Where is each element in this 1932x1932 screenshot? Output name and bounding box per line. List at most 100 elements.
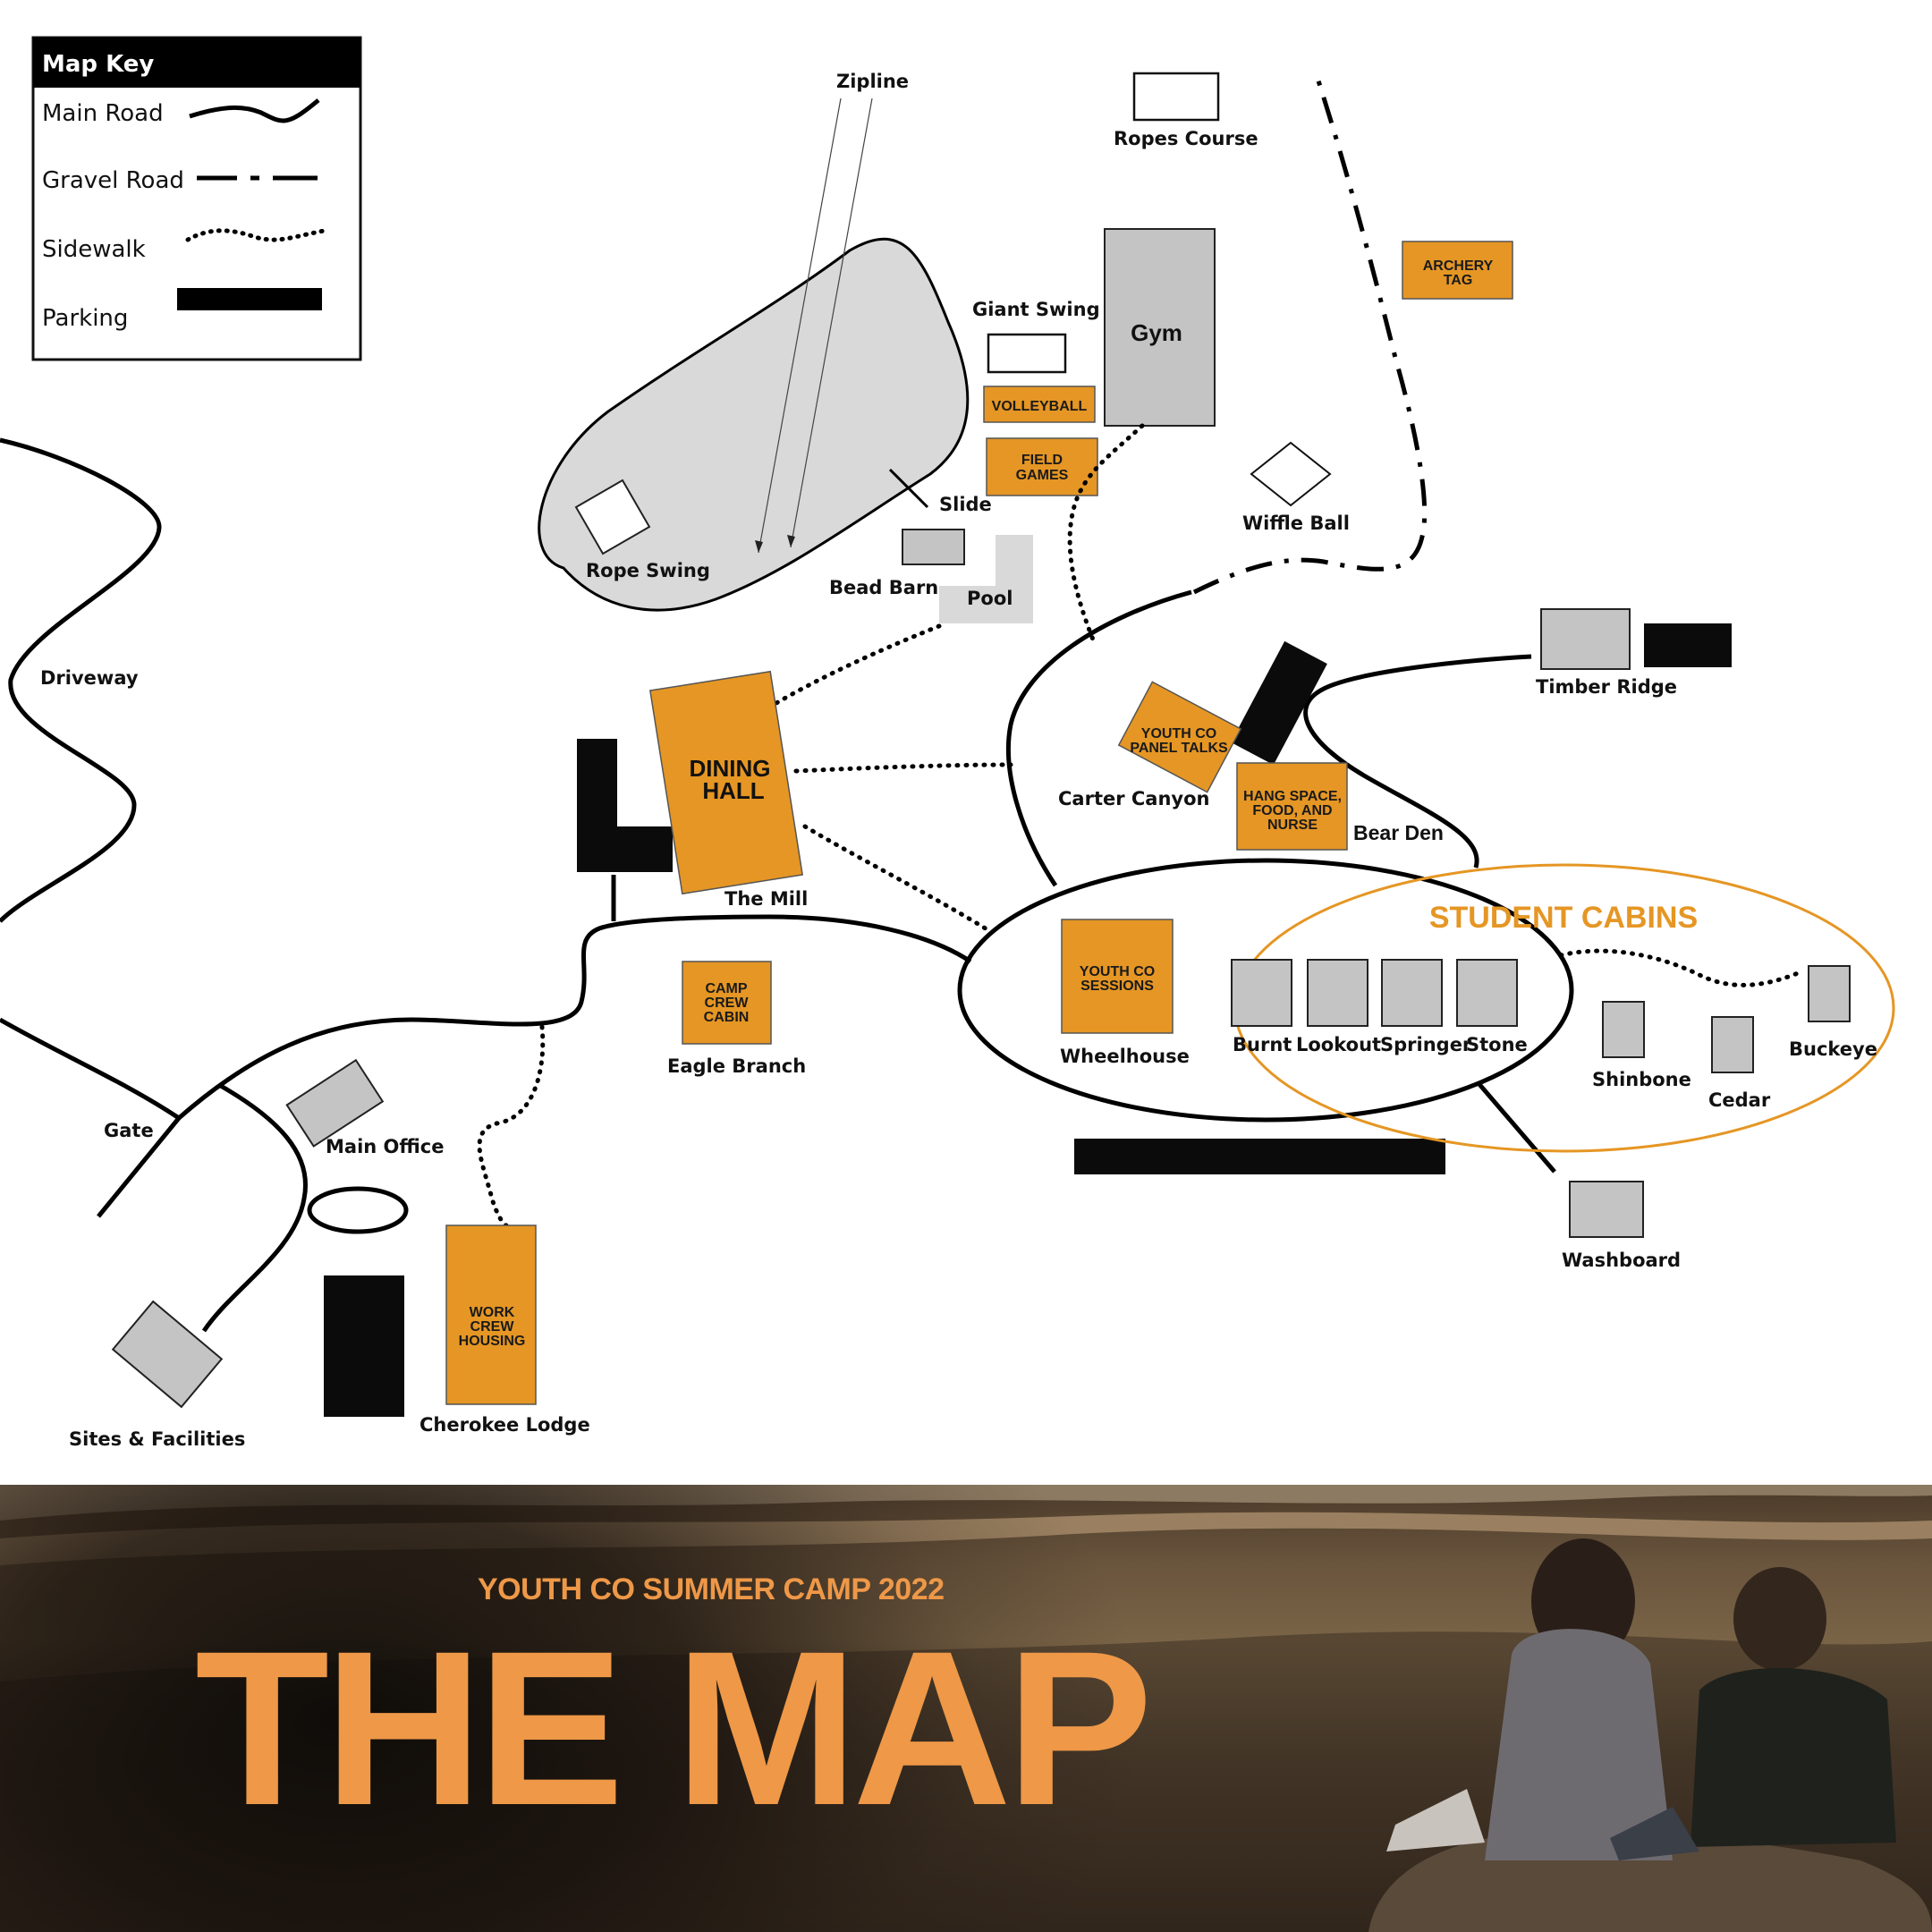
rope-swing-platform [574, 479, 651, 555]
hang-space-label-2: FOOD, AND [1252, 803, 1332, 818]
hang-space-building [1236, 762, 1348, 851]
parking-the-mill [577, 739, 673, 872]
parking-bear-den [1231, 640, 1327, 766]
field-games-area [986, 437, 1098, 496]
main-road-gate-branch [201, 1082, 308, 1333]
camp-crew-label-3: CABIN [704, 1010, 750, 1025]
sessions-label-2: SESSIONS [1080, 979, 1154, 994]
field-games-label-1: FIELD [1021, 453, 1063, 468]
youth-co-sessions-building [1061, 919, 1174, 1034]
camp-crew-label-2: CREW [705, 996, 750, 1011]
rope-swing-label: Rope Swing [586, 560, 710, 581]
field-games-label-2: GAMES [1016, 468, 1069, 483]
main-road-main [177, 914, 972, 1120]
buckeye-label: Buckeye [1789, 1038, 1877, 1060]
washboard-label: Washboard [1562, 1250, 1681, 1271]
cabin-shinbone [1602, 1001, 1645, 1058]
archery-label-1: ARCHERY [1423, 258, 1494, 274]
wiffle-ball-label: Wiffle Ball [1242, 513, 1350, 534]
work-crew-label-2: CREW [470, 1319, 515, 1335]
panel-talks-label-2: PANEL TALKS [1130, 741, 1228, 756]
carter-canyon-label: Carter Canyon [1058, 788, 1210, 809]
key-main-road-label: Main Road [42, 100, 164, 127]
camp-crew-label-1: CAMP [705, 981, 747, 996]
sites-facilities-building [111, 1300, 224, 1409]
dining-hall-building [648, 670, 804, 895]
parking-cherokee [324, 1275, 404, 1417]
map-key-title: Map Key [42, 51, 154, 78]
roundabout [307, 1186, 409, 1234]
banner-shade [0, 1485, 1932, 1932]
main-road-west [0, 1017, 182, 1218]
hang-space-label-1: HANG SPACE, [1243, 789, 1342, 804]
eagle-branch-label: Eagle Branch [667, 1055, 806, 1077]
driveway-road [0, 437, 162, 923]
key-sidewalk-label: Sidewalk [42, 236, 146, 263]
cabin-stone [1456, 959, 1518, 1027]
work-crew-housing-building [445, 1224, 537, 1405]
key-parking-label: Parking [42, 305, 128, 332]
the-mill-label: The Mill [724, 888, 808, 910]
springer-label: Springer [1380, 1034, 1472, 1055]
timber-ridge-building [1540, 608, 1631, 670]
camp-map: Map Key Main Road Gravel Road Sidewalk P… [0, 36, 1895, 1450]
shinbone-label: Shinbone [1592, 1069, 1691, 1090]
dining-hall-label-1: DINING [690, 755, 771, 782]
giant-swing-label: Giant Swing [972, 299, 1100, 320]
sidewalks [477, 423, 1801, 1228]
zipline-icon [755, 97, 873, 554]
archery-tag-area [1402, 241, 1513, 300]
dining-hall-label-2: HALL [702, 777, 764, 804]
bear-den-label: Bear Den [1353, 821, 1444, 844]
volleyball-court [983, 386, 1096, 423]
timber-ridge-road [1303, 654, 1532, 869]
burnt-label: Burnt [1233, 1034, 1292, 1055]
wiffle-ball-diamond [1250, 441, 1332, 507]
wheelhouse-label: Wheelhouse [1060, 1046, 1190, 1067]
gate-label: Gate [104, 1120, 154, 1141]
key-gravel-road-label: Gravel Road [42, 167, 184, 194]
cherokee-lodge-label: Cherokee Lodge [419, 1414, 590, 1436]
banner-subtitle: YOUTH CO SUMMER CAMP 2022 [478, 1572, 945, 1606]
zipline-label: Zipline [836, 71, 909, 92]
work-crew-label-1: WORK [470, 1305, 515, 1320]
cabin-lookout [1307, 959, 1368, 1027]
archery-label-2: TAG [1444, 273, 1473, 288]
lake [538, 237, 970, 612]
gym-label: Gym [1131, 319, 1182, 346]
cedar-label: Cedar [1708, 1089, 1771, 1111]
parking-wheelhouse [1074, 1139, 1445, 1174]
bead-barn-label: Bead Barn [829, 577, 938, 598]
washboard-building [1569, 1181, 1644, 1238]
main-road-north [1006, 589, 1192, 887]
stone-label: Stone [1466, 1034, 1528, 1055]
panel-talks-building [1117, 681, 1242, 793]
sites-facilities-label: Sites & Facilities [69, 1428, 245, 1450]
ropes-course-area [1132, 72, 1220, 122]
map-key: Map Key Main Road Gravel Road Sidewalk P… [31, 36, 362, 361]
work-crew-label-3: HOUSING [459, 1334, 526, 1349]
main-office-label: Main Office [326, 1136, 445, 1157]
timber-ridge-label: Timber Ridge [1536, 676, 1677, 698]
gravel-road [1192, 69, 1428, 595]
lookout-label: Lookout [1296, 1034, 1381, 1055]
cabin-springer [1381, 959, 1443, 1027]
main-office-building [285, 1058, 385, 1148]
parking-timber-ridge [1644, 623, 1732, 667]
sessions-label-1: YOUTH CO [1080, 964, 1155, 979]
panel-talks-label-1: YOUTH CO [1141, 726, 1216, 741]
ropes-course-label: Ropes Course [1114, 128, 1258, 149]
camp-crew-cabin-building [682, 961, 772, 1045]
pool [939, 535, 1033, 623]
hang-space-label-3: NURSE [1267, 818, 1318, 833]
student-cabins-label: STUDENT CABINS [1429, 901, 1698, 935]
giant-swing-area [987, 333, 1067, 374]
banner-title: THE MAP [195, 1606, 1153, 1852]
banner-photo: YOUTH CO SUMMER CAMP 2022 THE MAP [0, 1485, 1932, 1932]
wheelhouse-loop [957, 858, 1574, 1123]
gym-building [1104, 228, 1216, 427]
cabin-cedar [1711, 1016, 1754, 1073]
bead-barn-building [902, 529, 965, 565]
slide-label: Slide [939, 494, 992, 515]
driveway-label: Driveway [40, 667, 139, 689]
